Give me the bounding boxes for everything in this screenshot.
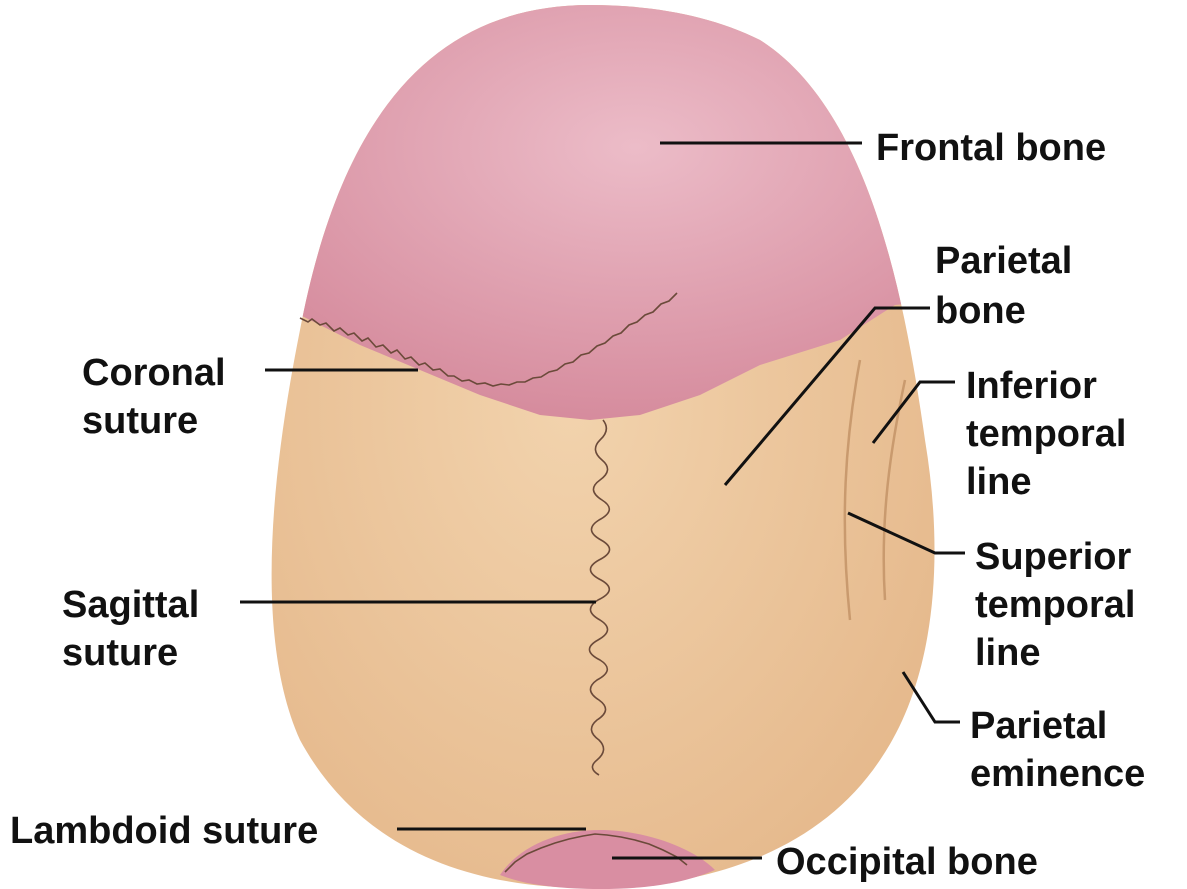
- coronal-suture-label: Coronal suture: [82, 352, 236, 442]
- superior-temporal-line-label: Superior temporal line: [975, 536, 1146, 674]
- occipital-bone-label: Occipital bone: [776, 841, 1038, 883]
- sagittal-suture-label: Sagittal suture: [62, 584, 210, 674]
- lambdoid-suture-label: Lambdoid suture: [10, 810, 318, 852]
- skull: [250, 0, 950, 889]
- frontal-bone-label: Frontal bone: [876, 127, 1106, 169]
- parietal-bone-label: Parietal bone: [935, 240, 1083, 332]
- inferior-temporal-line-label: Inferior temporal line: [966, 365, 1137, 503]
- parietal-eminence-label: Parietal eminence: [970, 705, 1145, 795]
